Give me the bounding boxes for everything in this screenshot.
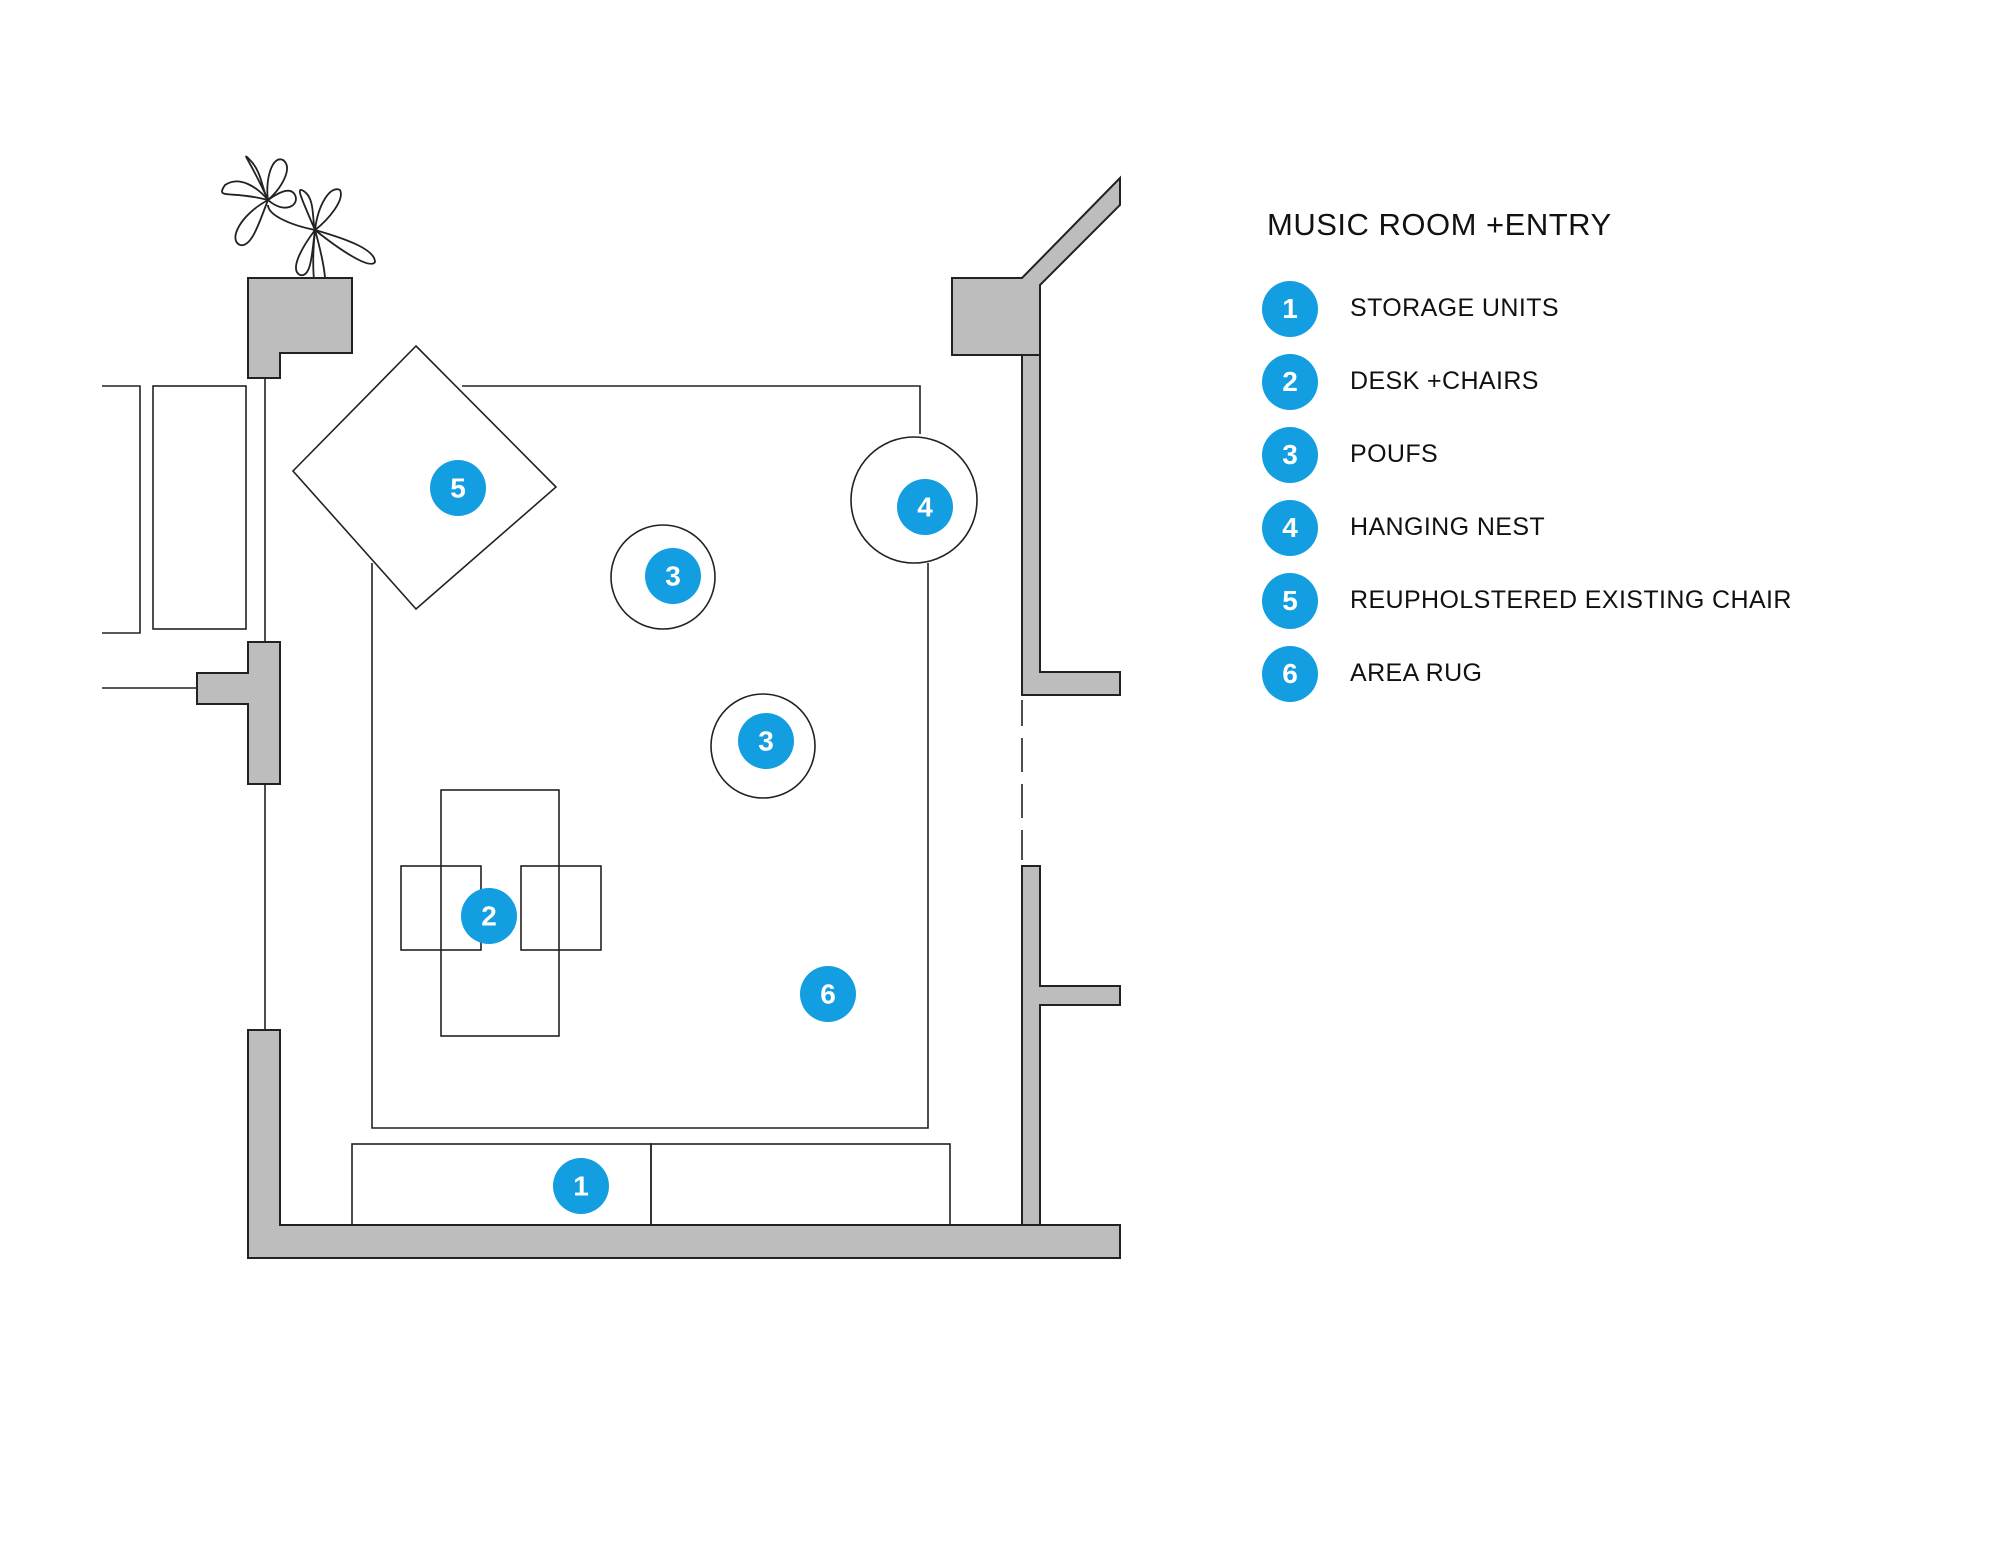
legend-title: MUSIC ROOM +ENTRY: [1267, 207, 1612, 242]
marker-badge-5: 5: [430, 460, 486, 516]
legend-label: STORAGE UNITS: [1350, 294, 1559, 322]
legend-badge: 3: [1262, 426, 1318, 483]
svg-text:4: 4: [917, 492, 933, 523]
reupholstered-chair: [291, 344, 558, 611]
legend-badge: 4: [1262, 499, 1318, 556]
legend-badge: 5: [1262, 572, 1318, 629]
legend-badge: 6: [1262, 645, 1318, 702]
pouf: [710, 693, 816, 799]
walls: [196, 175, 1121, 1259]
svg-text:6: 6: [820, 979, 836, 1010]
svg-text:5: 5: [450, 473, 466, 504]
legend-item: 2 DESK +CHAIRS: [1262, 353, 1962, 410]
marker-badge-3: 3: [738, 713, 794, 769]
area-rug: [371, 385, 929, 1129]
legend-item: 6 AREA RUG: [1262, 645, 1962, 702]
legend-label: REUPHOLSTERED EXISTING CHAIR: [1350, 586, 1792, 614]
legend-item: 4 HANGING NEST: [1262, 499, 1962, 556]
marker-badge-3: 3: [645, 548, 701, 604]
legend-label: DESK +CHAIRS: [1350, 367, 1539, 395]
legend-badge: 1: [1262, 280, 1318, 337]
svg-text:2: 2: [481, 901, 497, 932]
legend-item: 3 POUFS: [1262, 426, 1962, 483]
svg-text:1: 1: [573, 1171, 589, 1202]
openings: [102, 378, 1023, 1030]
legend-label: POUFS: [1350, 440, 1439, 468]
legend-item: 1 STORAGE UNITS: [1262, 280, 1962, 337]
plant-icon: [221, 155, 376, 299]
pouf: [610, 524, 716, 630]
legend-label: AREA RUG: [1350, 659, 1483, 687]
legend-label: HANGING NEST: [1350, 513, 1546, 541]
marker-badge-6: 6: [800, 966, 856, 1022]
legend-item: 5 REUPHOLSTERED EXISTING CHAIR: [1262, 572, 1962, 629]
svg-text:3: 3: [665, 561, 681, 592]
legend: MUSIC ROOM +ENTRY 1 STORAGE UNITS 2 DESK…: [1262, 200, 1962, 718]
svg-text:3: 3: [758, 726, 774, 757]
hanging-nest: [850, 436, 978, 564]
marker-badge-1: 1: [553, 1158, 609, 1214]
marker-badge-2: 2: [461, 888, 517, 944]
exterior-outlines: [102, 385, 247, 634]
marker-badges: 5 4 3 3 2 6 1: [430, 460, 953, 1214]
legend-badge: 2: [1262, 353, 1318, 410]
marker-badge-4: 4: [897, 479, 953, 535]
storage-units: [351, 1143, 951, 1226]
